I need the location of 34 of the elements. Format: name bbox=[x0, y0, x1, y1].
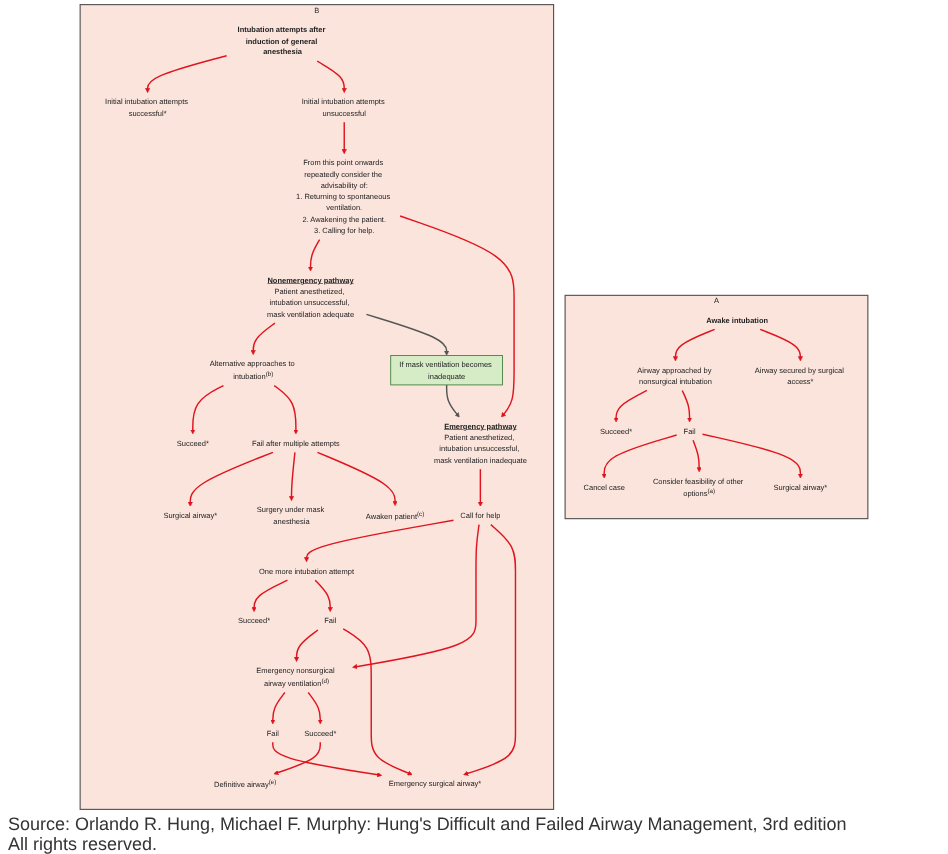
arrow bbox=[692, 439, 702, 473]
arrow bbox=[399, 215, 515, 418]
arrow bbox=[273, 384, 299, 435]
arrow bbox=[316, 451, 398, 507]
arrow bbox=[672, 328, 716, 362]
arrow bbox=[613, 389, 648, 423]
arrow bbox=[477, 468, 483, 507]
arrow bbox=[445, 384, 460, 418]
note-text: All rights reserved. bbox=[8, 834, 160, 854]
arrow bbox=[273, 741, 321, 775]
arrow bbox=[308, 238, 321, 272]
arrow bbox=[307, 691, 323, 725]
arrow bbox=[145, 55, 228, 94]
arrow bbox=[365, 313, 450, 356]
arrow bbox=[251, 579, 289, 613]
arrow bbox=[601, 434, 678, 479]
arrow bbox=[316, 60, 347, 94]
arrow bbox=[304, 519, 455, 563]
arrow bbox=[681, 389, 693, 423]
source-caption: Source: Orlando R. Hung, Michael F. Murphy: Hung's Difficult and Failed Airway Management, 3rd edition bbox=[8, 814, 849, 834]
arrow bbox=[352, 523, 480, 670]
arrow bbox=[272, 741, 383, 778]
arrow bbox=[187, 451, 274, 507]
arrow bbox=[250, 322, 276, 356]
arrow bbox=[270, 691, 286, 725]
arrow bbox=[759, 328, 803, 362]
arrow bbox=[701, 433, 803, 479]
arrow bbox=[294, 629, 319, 662]
arrow bbox=[342, 628, 413, 776]
arrow bbox=[288, 451, 296, 502]
arrow bbox=[190, 384, 225, 435]
arrow bbox=[341, 121, 347, 155]
arrow bbox=[463, 523, 517, 776]
arrow bbox=[314, 579, 333, 613]
